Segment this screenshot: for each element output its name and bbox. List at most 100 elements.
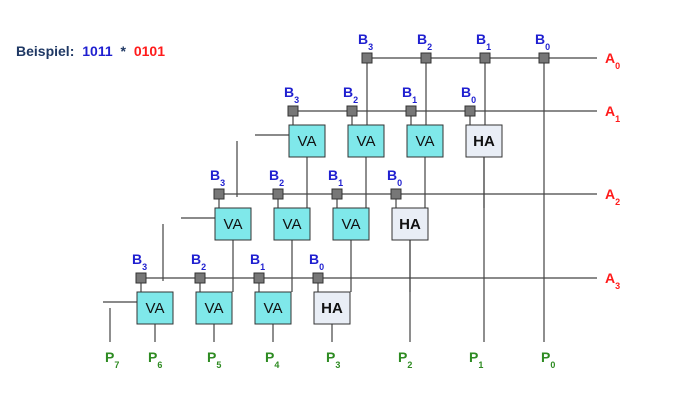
b-label-2-3-sub: 0 <box>397 178 402 188</box>
and-gate-1-1 <box>346 105 358 117</box>
b-label-1-2-main: B <box>402 84 412 100</box>
a-label-2-sub: 2 <box>615 197 620 207</box>
p-label-5: P2 <box>398 349 412 370</box>
b-label-1-0-sub: 3 <box>294 95 299 105</box>
cell-label-0-1: VA <box>357 133 376 150</box>
b-label-2-2: B1 <box>328 167 343 188</box>
p-label-1: P6 <box>148 349 162 370</box>
p-label-1-sub: 6 <box>157 360 162 370</box>
a-label-3-sub: 3 <box>615 281 620 291</box>
b-label-1-2-sub: 1 <box>412 95 417 105</box>
and-gate-3-3 <box>312 272 324 284</box>
p-label-0-sub: 7 <box>114 360 119 370</box>
va-cell-2-1 <box>195 291 233 325</box>
b-label-2-3: B0 <box>387 167 402 188</box>
b-label-1-1-main: B <box>343 84 353 100</box>
b-label-3-1-sub: 2 <box>201 262 206 272</box>
b-label-0-2-main: B <box>476 31 486 47</box>
p-label-4-sub: 3 <box>335 360 340 370</box>
and-gate-1-0 <box>287 105 299 117</box>
a-label-1-main: A <box>605 103 615 119</box>
va-cell-1-1 <box>273 207 311 241</box>
cell-label-2-3: HA <box>321 300 343 317</box>
b-label-2-0-sub: 3 <box>220 178 225 188</box>
b-label-2-0: B3 <box>210 167 225 188</box>
va-cell-0-2 <box>406 124 444 158</box>
title-operand-b: 0101 <box>134 43 165 59</box>
cell-label-2-1: VA <box>205 300 224 317</box>
p-label-6-main: P <box>469 349 478 365</box>
b-label-3-3: B0 <box>309 251 324 272</box>
p-label-7-sub: 0 <box>550 360 555 370</box>
b-label-0-3-main: B <box>535 31 545 47</box>
and-gate-0-2 <box>479 52 491 64</box>
p-label-7-main: P <box>541 349 550 365</box>
p-label-0-main: P <box>105 349 114 365</box>
title-operand-a: 1011 <box>82 43 113 59</box>
b-label-3-2-sub: 1 <box>260 262 265 272</box>
b-label-2-2-sub: 1 <box>338 178 343 188</box>
a-label-2-main: A <box>605 186 615 202</box>
va-cell-0-1 <box>347 124 385 158</box>
p-label-2-main: P <box>207 349 216 365</box>
b-label-0-1: B2 <box>417 31 432 52</box>
cell-label-0-3: HA <box>473 133 495 150</box>
b-label-0-0-sub: 3 <box>368 42 373 52</box>
va-cell-1-0 <box>214 207 252 241</box>
p-label-3-sub: 4 <box>274 360 279 370</box>
cell-label-2-2: VA <box>264 300 283 317</box>
ha-cell-1-3 <box>391 207 429 241</box>
p-label-6: P1 <box>469 349 483 370</box>
b-label-3-3-main: B <box>309 251 319 267</box>
b-label-2-1-main: B <box>269 167 279 183</box>
p-label-5-main: P <box>398 349 407 365</box>
b-label-2-0-main: B <box>210 167 220 183</box>
p-label-4: P3 <box>326 349 340 370</box>
b-label-3-1-main: B <box>191 251 201 267</box>
and-gate-2-3 <box>390 188 402 200</box>
b-label-1-1: B2 <box>343 84 358 105</box>
and-gate-1-2 <box>405 105 417 117</box>
p-label-3: P4 <box>265 349 279 370</box>
p-label-3-main: P <box>265 349 274 365</box>
a-label-2: A2 <box>605 186 620 207</box>
a-label-1: A1 <box>605 103 620 124</box>
p-label-4-main: P <box>326 349 335 365</box>
p-label-2-sub: 5 <box>216 360 221 370</box>
b-label-0-0: B3 <box>358 31 373 52</box>
and-gates <box>135 52 550 284</box>
and-gate-1-3 <box>464 105 476 117</box>
p-label-2: P5 <box>207 349 221 370</box>
cell-label-1-2: VA <box>342 216 361 233</box>
and-gate-0-3 <box>538 52 550 64</box>
a-label-0-sub: 0 <box>615 61 620 71</box>
example-title: Beispiel: 1011 * 0101 <box>16 43 165 59</box>
p-label-7: P0 <box>541 349 555 370</box>
va-cell-2-2 <box>254 291 292 325</box>
b-label-0-2-sub: 1 <box>486 42 491 52</box>
b-label-1-3-sub: 0 <box>471 95 476 105</box>
and-gate-2-1 <box>272 188 284 200</box>
cell-label-1-0: VA <box>224 216 243 233</box>
b-label-0-1-sub: 2 <box>427 42 432 52</box>
b-label-0-1-main: B <box>417 31 427 47</box>
b-label-3-2: B1 <box>250 251 265 272</box>
a-label-0: A0 <box>605 50 620 71</box>
b-label-1-0: B3 <box>284 84 299 105</box>
b-label-0-3-sub: 0 <box>545 42 550 52</box>
b-label-1-2: B1 <box>402 84 417 105</box>
a-label-1-sub: 1 <box>615 114 620 124</box>
b-label-2-3-main: B <box>387 167 397 183</box>
title-prefix: Beispiel: <box>16 43 74 59</box>
va-cell-0-0 <box>288 124 326 158</box>
title-operator: * <box>121 43 127 59</box>
cell-label-0-2: VA <box>416 133 435 150</box>
a-label-3-main: A <box>605 270 615 286</box>
va-cell-2-0 <box>136 291 174 325</box>
p-label-5-sub: 2 <box>407 360 412 370</box>
b-label-3-3-sub: 0 <box>319 262 324 272</box>
ha-cell-0-3 <box>465 124 503 158</box>
